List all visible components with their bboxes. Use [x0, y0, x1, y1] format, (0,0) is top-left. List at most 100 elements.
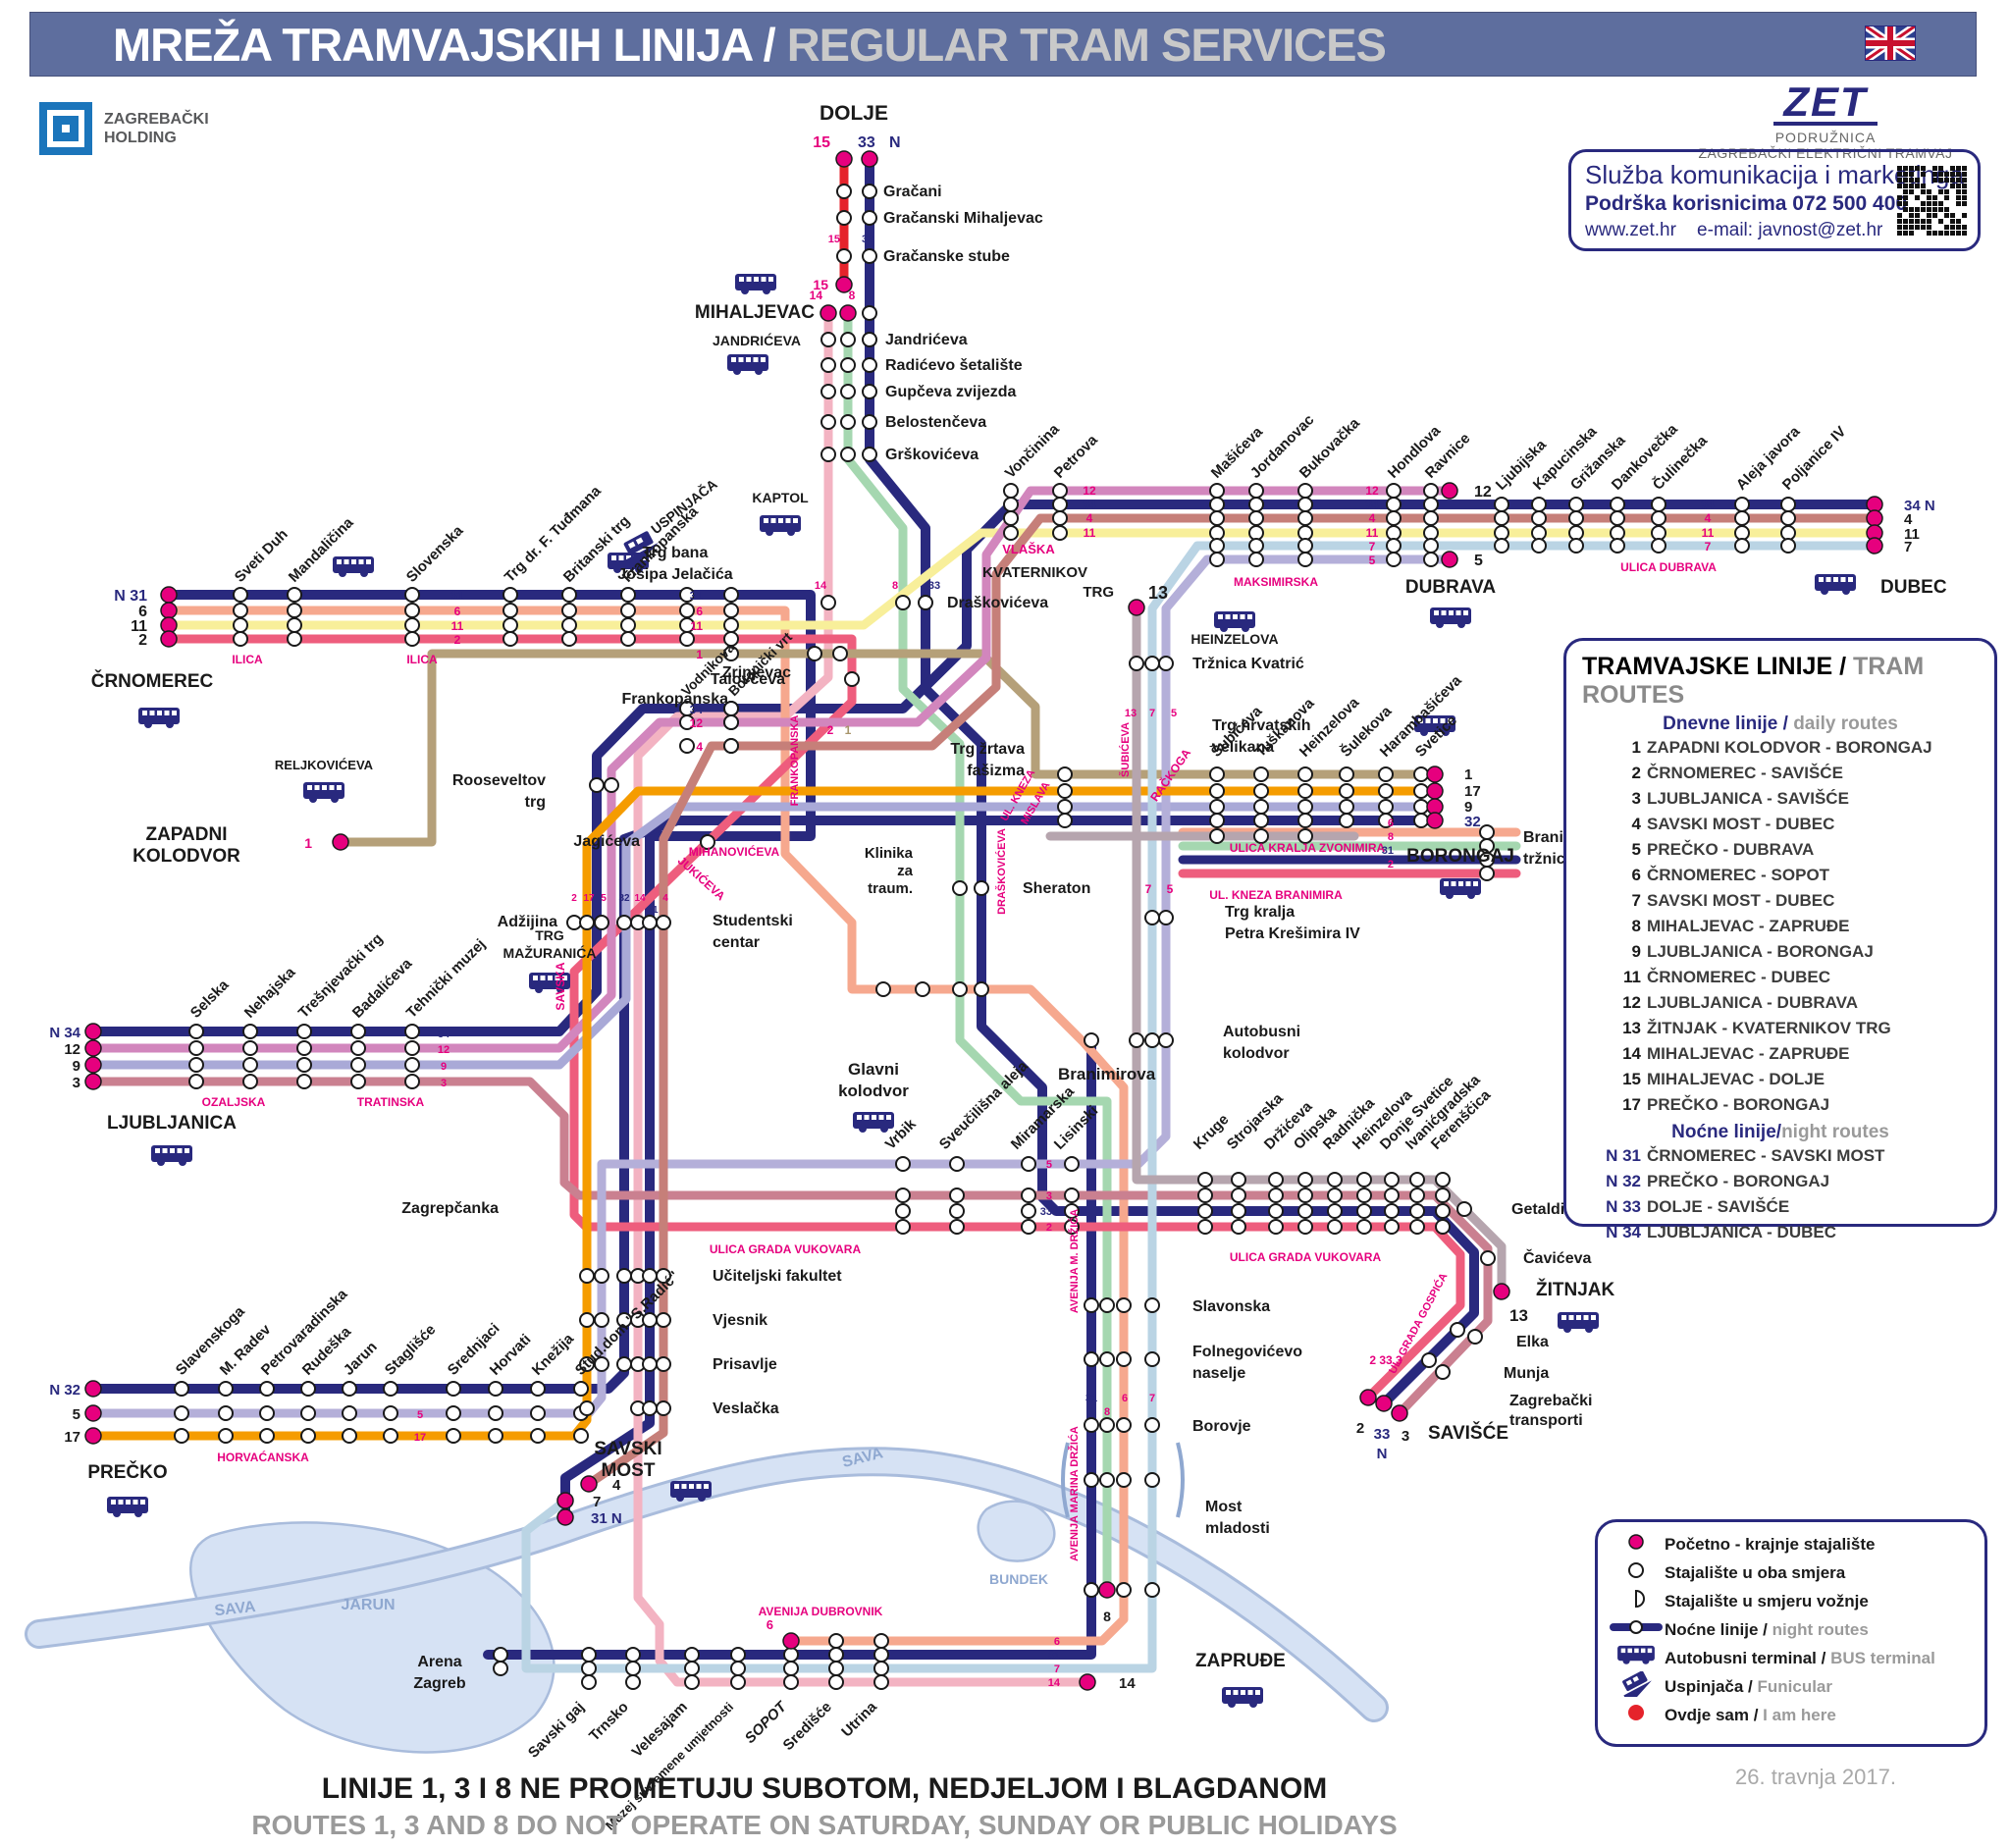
bus-window — [618, 555, 624, 560]
station-stop — [1144, 656, 1160, 671]
station-stop — [862, 332, 877, 347]
map-label: N 34 — [49, 1025, 80, 1041]
qr-module — [1915, 178, 1920, 183]
qr-module — [1927, 219, 1931, 224]
station-stop — [579, 1312, 595, 1328]
map-label: Trg kralja — [1225, 904, 1295, 921]
station-stop — [1144, 1582, 1160, 1598]
map-label: DUBEC — [1880, 577, 1947, 598]
station-stop — [1531, 538, 1547, 554]
legend-row: Noćne linije / night routes — [1608, 1615, 1975, 1644]
qr-code — [1897, 166, 1967, 236]
qr-module — [1956, 166, 1961, 171]
station-stop — [1099, 1417, 1115, 1433]
bus-terminal-icon — [1430, 607, 1471, 628]
bus-window — [1583, 1315, 1589, 1320]
station-stop — [1568, 497, 1584, 512]
station-stop — [1378, 766, 1394, 782]
station-stop — [233, 603, 248, 618]
terminal-dot — [1628, 1534, 1644, 1550]
bus-window — [878, 1115, 884, 1120]
station-stop — [820, 414, 836, 430]
bus-terminal-icon — [1815, 574, 1856, 595]
qr-module — [1932, 172, 1937, 177]
map-label: Glavni — [848, 1060, 899, 1079]
bus-window — [1233, 1690, 1239, 1695]
station-stop — [1734, 497, 1750, 512]
qr-module — [1903, 184, 1908, 188]
station-stop — [820, 447, 836, 462]
map-label: 6 — [696, 605, 703, 618]
qr-module — [1921, 207, 1926, 212]
contact-email[interactable]: e-mail: javnost@zet.hr — [1697, 220, 1883, 240]
station-stop — [296, 1074, 312, 1089]
bus-body — [1617, 1645, 1655, 1662]
qr-module — [1956, 231, 1961, 236]
map-label: 7 — [1149, 1393, 1155, 1404]
station-stop — [1099, 1472, 1115, 1488]
station-stop — [404, 617, 420, 633]
qr-module — [1909, 219, 1914, 224]
map-label: 8 — [849, 289, 856, 302]
page-title-hr: MREŽA TRAMVAJSKIH LINIJA / — [113, 19, 787, 71]
station-stop — [1209, 552, 1225, 567]
station-stop — [296, 1057, 312, 1073]
station-stop — [1084, 1351, 1099, 1367]
map-label: 14 — [1048, 1677, 1061, 1689]
station-stop — [1003, 525, 1019, 541]
station-stop — [1780, 538, 1796, 554]
qr-module — [1950, 231, 1955, 236]
station-stop — [820, 357, 836, 373]
bus-window — [731, 357, 736, 362]
station-stop — [1064, 1219, 1080, 1235]
qr-module — [1932, 231, 1937, 236]
contact-web[interactable]: www.zet.hr — [1585, 220, 1676, 240]
station-stop — [1409, 1203, 1425, 1219]
qr-module — [1962, 225, 1967, 230]
map-label: Trg hrvatskih — [1212, 717, 1310, 734]
bus-terminal-icon — [1440, 878, 1481, 899]
qr-module — [1938, 172, 1943, 177]
bus-window — [770, 518, 776, 523]
station-stop — [242, 1057, 258, 1073]
map-label: Zrinjevac — [722, 664, 791, 681]
station-stop — [1356, 1203, 1372, 1219]
station-stop — [1435, 1188, 1451, 1203]
station-stop — [1021, 1219, 1036, 1235]
station-stop — [1057, 783, 1073, 799]
station-stop — [730, 1674, 746, 1690]
route-number: 2 — [1631, 764, 1641, 782]
station-stop — [895, 1156, 911, 1172]
qr-module — [1938, 166, 1943, 171]
qr-module — [1897, 213, 1902, 218]
station-stop — [561, 603, 577, 618]
tram-line-green — [843, 308, 1112, 1595]
routes-title-hr: TRAMVAJSKE LINIJE / — [1582, 653, 1853, 680]
terminal-stop — [1426, 782, 1444, 800]
station-stop — [1003, 510, 1019, 526]
qr-module — [1962, 178, 1967, 183]
bus-window — [555, 976, 560, 980]
station-stop — [1197, 1172, 1213, 1188]
station-stop — [684, 1674, 700, 1690]
qr-module — [1962, 184, 1967, 188]
map-label: 9 — [73, 1058, 80, 1075]
qr-module — [1962, 172, 1967, 177]
map-label: SAVSKA — [554, 962, 567, 1010]
qr-module — [1909, 189, 1914, 194]
terminal-stop — [84, 1023, 102, 1040]
station-stop — [625, 1661, 641, 1676]
map-label: Arena — [417, 1654, 461, 1670]
station-stop — [862, 384, 877, 399]
qr-module — [1962, 166, 1967, 171]
map-label: 5 — [601, 893, 607, 904]
map-label: 12 — [64, 1041, 80, 1058]
bus-window — [337, 559, 342, 564]
station-stop — [1209, 828, 1225, 844]
qr-module — [1927, 225, 1931, 230]
station-stop — [1084, 1032, 1099, 1048]
map-label: 12 — [690, 716, 704, 730]
bus-window — [626, 555, 631, 560]
